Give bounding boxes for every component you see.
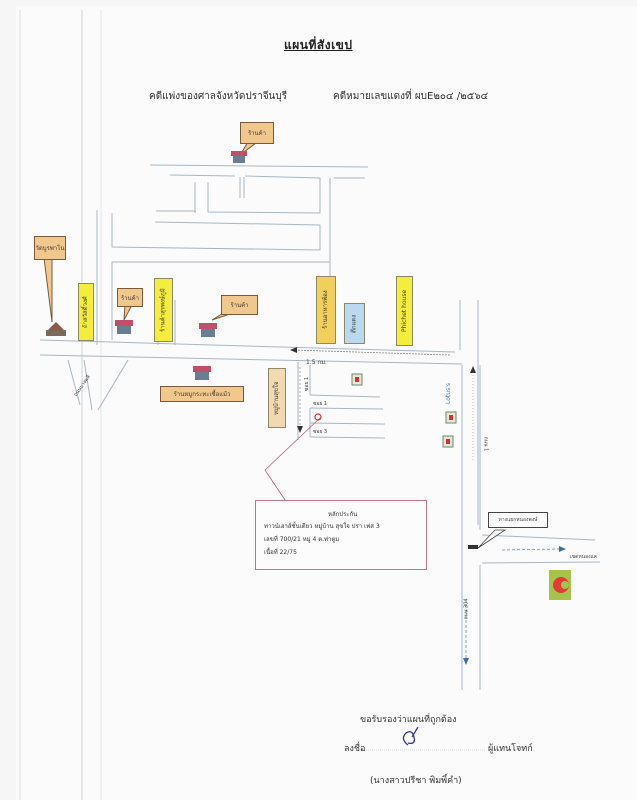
label-vertical-2: ร้านค้าสุรพงษ์ภูมิ xyxy=(154,278,173,342)
road-diagonal xyxy=(67,359,81,406)
address-heading: หลักประกัน xyxy=(328,511,358,518)
seven-eleven-icon xyxy=(351,373,363,386)
address-pointer-line xyxy=(264,417,321,471)
callout-pointer xyxy=(43,257,53,323)
road-main-upper xyxy=(39,339,456,353)
address-line-1: ทาวน์เฮาส์ชั้นเดียว หมู่บ้าน สุขใจ ปรา เ… xyxy=(264,523,380,530)
seven-eleven-icon xyxy=(445,411,457,424)
signer-name: (นางสาวปรีชา พิมพิ์คำ) xyxy=(370,776,462,786)
road xyxy=(169,174,236,177)
supermarket-logo-icon xyxy=(549,570,571,600)
court-label: คดีแพ่งของศาลจังหวัดปราจีนบุรี xyxy=(149,91,288,102)
address-pointer-line xyxy=(264,469,286,501)
label-vertical-1: ถ้าสวัสดิ์วงศ์ xyxy=(78,283,94,341)
direction-arrows xyxy=(290,347,566,665)
certify-text: ขอรับรองว่าแผนที่ถูกต้อง xyxy=(360,715,457,725)
callout-junction: ทางแยกหนองพงษ์ xyxy=(488,512,548,528)
seven-eleven-icon xyxy=(442,435,454,448)
label-right-arrow: เขตหนองแค xyxy=(570,554,598,560)
location-marker-icon xyxy=(314,413,322,421)
callout-temple: วัดบูรพาโน xyxy=(34,236,66,260)
road-block xyxy=(111,213,321,251)
temple-icon xyxy=(46,322,66,336)
road-block xyxy=(207,175,321,214)
page-title: แผนที่สังเขป xyxy=(284,38,353,52)
case-number: คดีหมายเลขแดงที่ ผบE๒๐๔ /๒๕๖๔ xyxy=(333,91,489,102)
map-document-page xyxy=(16,6,637,800)
label-main-road: ถนน 1 xyxy=(482,436,489,452)
address-line-2: เลขที่ 700/21 หมู่ 4 ต.ท่าตูม xyxy=(264,536,340,543)
shop-icon xyxy=(193,366,211,380)
label-village: หมู่บ้านสุขใจ xyxy=(268,368,286,428)
callout-shop-left: ร้านค้า xyxy=(117,288,143,307)
arrow-down-icon xyxy=(297,426,303,433)
arrow-up-icon xyxy=(470,366,476,373)
signature-scribble xyxy=(402,726,419,746)
label-soi-short: ซอย 1 xyxy=(304,376,311,392)
callout-shop-top: ร้านค้า xyxy=(240,122,274,144)
road-soi xyxy=(309,436,386,439)
arrow-left-icon xyxy=(290,347,297,353)
sign-prefix: ลงชื่อ xyxy=(344,744,366,754)
road-main-lower xyxy=(39,354,463,365)
address-line-3: เนื้อที่ 22/75 xyxy=(264,549,297,556)
shop-icon xyxy=(199,323,217,337)
label-vertical-4: ตึกแดง xyxy=(344,303,365,344)
junction-marker-icon xyxy=(468,545,478,549)
label-vertical-3: ร้านอาหารพ้อง xyxy=(316,276,336,344)
callout-pointer xyxy=(477,529,507,549)
shop-icon xyxy=(115,320,133,334)
arrow-right-icon xyxy=(559,546,566,552)
callout-shop-mid: ร้านค้า xyxy=(221,295,258,315)
signer-role: ผู้แทนโจทก์ xyxy=(488,744,533,754)
road xyxy=(111,261,330,340)
road-top xyxy=(149,164,369,168)
arrow-down-icon xyxy=(463,658,469,665)
label-road-304: ถนน 304 xyxy=(463,598,470,620)
road-soi xyxy=(309,407,384,410)
callout-shop-bottom: ร้านหมูกระทะเชื้อแม้ว xyxy=(160,386,244,402)
road-soi xyxy=(309,394,381,398)
road-branch-upper xyxy=(481,534,596,541)
label-alley-1: ซอย 1 xyxy=(313,401,328,407)
label-lotus: Lotus's xyxy=(444,383,452,404)
road-diagonal xyxy=(97,359,129,411)
callout-pointer xyxy=(123,304,133,321)
shop-icon xyxy=(231,151,247,163)
label-distance: 1.5 กม. xyxy=(306,359,327,366)
address-box: หลักประกัน ทาวน์เฮาส์ชั้นเดียว หมู่บ้าน … xyxy=(255,500,427,570)
label-vertical-5: Phichet house xyxy=(396,276,413,346)
road-branch-lower xyxy=(481,561,601,564)
road-diagonal xyxy=(83,359,93,411)
label-alley-3: ซอย 3 xyxy=(313,429,328,435)
road-soi xyxy=(309,422,386,425)
